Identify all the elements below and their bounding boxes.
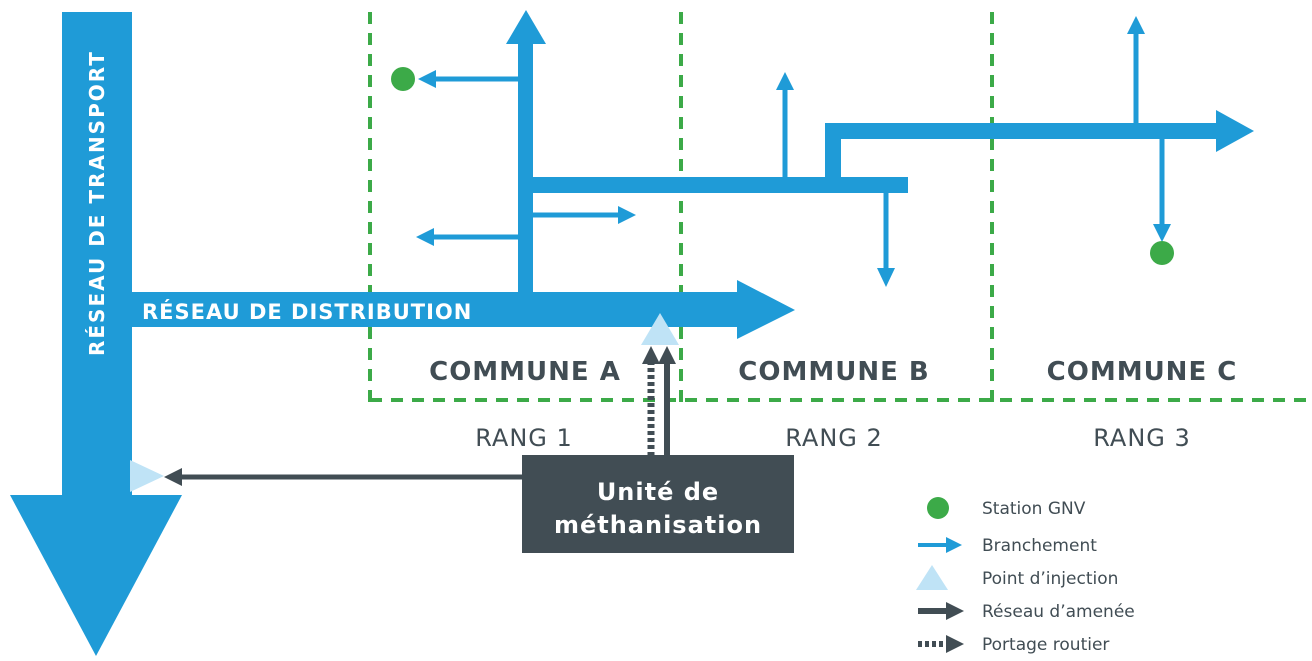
rang-2-label: RANG 2 (785, 424, 883, 452)
rang-1-label: RANG 1 (475, 424, 573, 452)
methanisation-unit-box (522, 455, 794, 553)
legend-label-station-gnv: Station GNV (982, 499, 1086, 519)
legend-label-branchement: Branchement (982, 536, 1097, 556)
portage-routier (642, 346, 660, 456)
distribution-network (132, 280, 795, 339)
legend-dark-arrow-icon (918, 602, 964, 620)
transport-network (10, 12, 182, 656)
rang-3-label: RANG 3 (1093, 424, 1191, 452)
legend-label-portage-routier: Portage routier (982, 635, 1109, 655)
legend: Station GNV Branchement Point d’injectio… (916, 497, 1135, 655)
station-gnv-dot-a (391, 67, 415, 91)
legend-light-blue-triangle-icon (916, 565, 948, 590)
commune-zone-borders (368, 12, 1312, 402)
methanisation-unit-line2: méthanisation (554, 511, 762, 539)
branch-network (416, 10, 1254, 295)
transport-label: RÉSEAU DE TRANSPORT (85, 50, 109, 356)
legend-blue-arrow-icon (918, 537, 962, 553)
injection-point-distribution (641, 313, 679, 345)
legend-label-reseau-amenee: Réseau d’amenée (982, 602, 1135, 622)
legend-dashed-dark-arrow-icon (918, 635, 964, 653)
commune-c-label: COMMUNE C (1047, 357, 1238, 387)
commune-a-label: COMMUNE A (429, 357, 621, 387)
legend-green-dot-icon (927, 497, 949, 519)
legend-label-point-injection: Point d’injection (982, 569, 1118, 589)
injection-point-transport (130, 460, 164, 492)
distribution-label: RÉSEAU DE DISTRIBUTION (142, 299, 472, 324)
methanisation-unit-line1: Unité de (597, 478, 719, 506)
commune-b-label: COMMUNE B (738, 357, 929, 387)
amenee-network (164, 346, 676, 486)
station-gnv-dot-c (1150, 241, 1174, 265)
